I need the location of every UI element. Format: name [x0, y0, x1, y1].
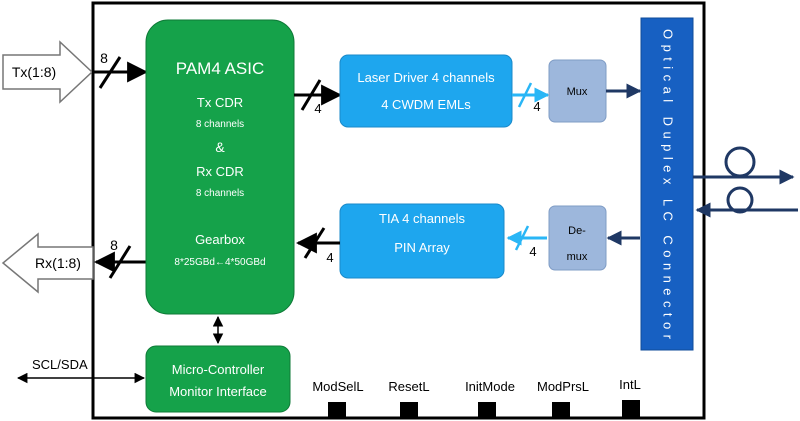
mux-label: Mux [567, 86, 588, 98]
asic-title: PAM4 ASIC [176, 59, 265, 78]
pin-label: ResetL [388, 379, 429, 394]
gearbox-rate: 8*25GBd←4*50GBd [174, 257, 265, 268]
tia-line2: PIN Array [394, 240, 450, 255]
demux-to-tia-width: 4 [529, 244, 536, 259]
tx-bus-width: 8 [100, 50, 108, 66]
fiber-loop-icon [724, 146, 756, 178]
gearbox-label: Gearbox [195, 232, 245, 247]
tia-block: TIA 4 channels PIN Array [339, 203, 505, 279]
demux-block: De- mux [548, 205, 607, 271]
asic-to-laser-bus: 4 [294, 79, 343, 116]
scl-sda-label: SCL/SDA [32, 357, 88, 372]
mux-block: Mux [548, 59, 607, 123]
pin-intl: IntL [619, 377, 641, 418]
pin-modprsl: ModPrsL [537, 379, 589, 418]
pin-label: InitMode [465, 379, 515, 394]
demux-to-tia-link: 4 [506, 225, 547, 259]
tx-cdr-label: Tx CDR [197, 95, 243, 110]
laser-driver-line2: 4 CWDM EMLs [381, 97, 471, 112]
laser-to-mux-width: 4 [533, 99, 540, 114]
demux-line2: mux [567, 251, 588, 263]
pin-label: IntL [619, 377, 641, 392]
tx-input-port: Tx(1:8) [2, 40, 94, 104]
rx-bus: 8 [93, 237, 146, 279]
tx-port-label: Tx(1:8) [12, 64, 56, 80]
fiber-tx-output [693, 146, 795, 185]
pin-modsell: ModSelL [312, 379, 364, 418]
fiber-rx-input [695, 186, 798, 218]
laser-to-mux-link: 4 [512, 82, 550, 114]
pam4-asic-block: PAM4 ASIC Tx CDR 8 channels & Rx CDR 8 c… [145, 19, 295, 315]
pin-initmode: InitMode [465, 379, 515, 418]
tx-bus: 8 [92, 50, 149, 89]
mcu-line1: Micro-Controller [172, 362, 265, 377]
fiber-loop-icon [726, 186, 754, 214]
rx-cdr-channels: 8 channels [196, 188, 244, 199]
tx-cdr-channels: 8 channels [196, 119, 244, 130]
rx-port-label: Rx(1:8) [35, 255, 81, 271]
rx-bus-width: 8 [110, 237, 118, 253]
asic-to-laser-width: 4 [314, 101, 321, 116]
micro-controller-block: Micro-Controller Monitor Interface [145, 345, 291, 413]
laser-driver-block: Laser Driver 4 channels 4 CWDM EMLs [339, 54, 513, 128]
scl-sda-link: SCL/SDA [16, 357, 146, 384]
pin-label: ModPrsL [537, 379, 589, 394]
tia-to-asic-bus: 4 [295, 227, 340, 265]
pin-label: ModSelL [312, 379, 363, 394]
ampersand-label: & [215, 139, 225, 155]
rx-output-port: Rx(1:8) [1, 232, 94, 294]
lc-connector-block: Optical Duplex LC Connector [640, 17, 694, 351]
laser-driver-line1: Laser Driver 4 channels [357, 70, 495, 85]
pin-resetl: ResetL [388, 379, 430, 418]
demux-line1: De- [568, 225, 586, 237]
tia-line1: TIA 4 channels [379, 211, 465, 226]
connector-label: Optical Duplex LC Connector [661, 29, 676, 340]
tia-to-asic-width: 4 [326, 250, 333, 265]
rx-cdr-label: Rx CDR [196, 164, 244, 179]
mcu-line2: Monitor Interface [169, 384, 267, 399]
